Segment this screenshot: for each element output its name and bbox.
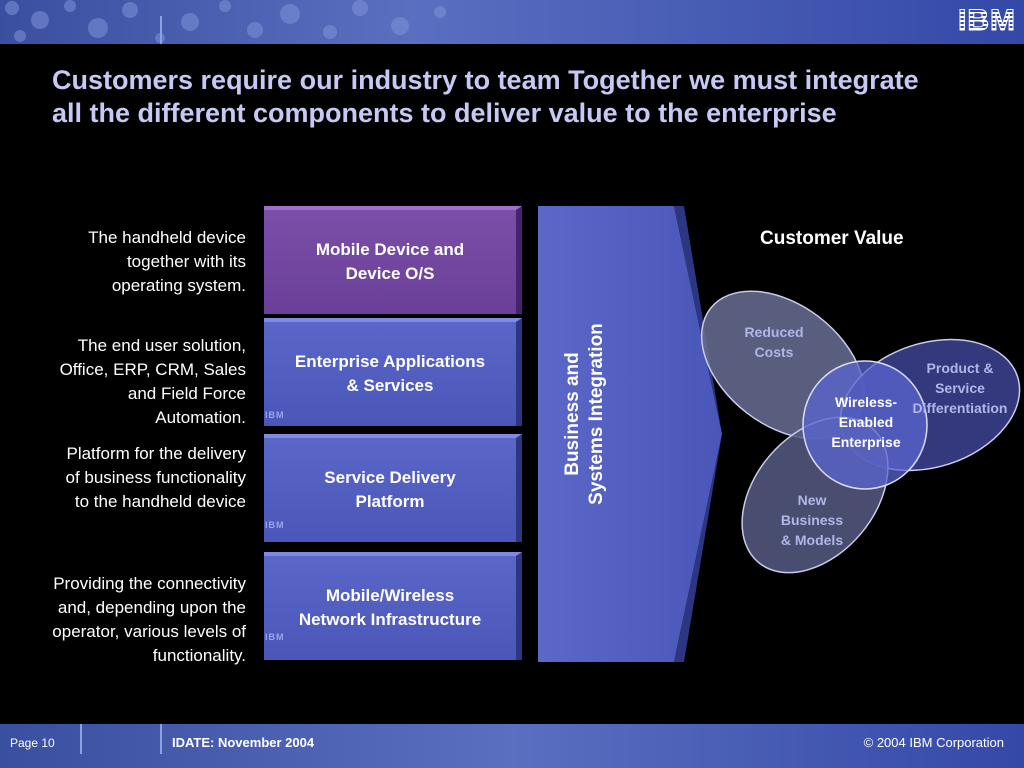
decorative-dots	[5, 0, 446, 43]
mini-ibm-logo: IBM	[265, 410, 285, 420]
block-enterprise-applications: Enterprise Applications & Services	[264, 318, 522, 426]
customer-value-venn	[700, 290, 1021, 574]
venn-wireless-enabled	[802, 360, 928, 490]
description-platform: Platform for the delivery of business fu…	[65, 444, 247, 511]
label-product-service: Product & Service Differentiation	[912, 360, 1008, 416]
page-number: Page 10	[10, 736, 55, 750]
block-network-infrastructure: Mobile/Wireless Network Infrastructure	[264, 552, 522, 660]
mini-ibm-logo: IBM	[265, 520, 285, 530]
event-label: IDATE: November 2004	[172, 735, 315, 750]
header-bar: IBM	[0, 0, 1024, 44]
footer-bar: Page 10 IDATE: November 2004 © 2004 IBM …	[0, 724, 1024, 768]
slide-title: Customers require our industry to team T…	[52, 65, 919, 128]
block-mobile-device: Mobile Device and Device O/S	[264, 206, 522, 314]
description-network: Providing the connectivity and, dependin…	[52, 574, 246, 665]
label-wireless-enabled: Wireless- Enabled Enterprise	[831, 394, 901, 450]
footer-divider	[160, 724, 162, 754]
label-reduced-costs: Reduced Costs	[744, 324, 804, 360]
integration-arrow	[538, 206, 722, 662]
ibm-logo: IBM	[958, 4, 1016, 38]
copyright: © 2004 IBM Corporation	[863, 735, 1004, 750]
header-divider	[160, 16, 162, 44]
description-device: The handheld device together with its op…	[88, 228, 246, 295]
label-new-business: New Business & Models	[780, 492, 844, 548]
block-service-delivery: Service Delivery Platform	[264, 434, 522, 542]
customer-value-title: Customer Value	[760, 228, 904, 249]
integration-label: Business and Systems Integration	[562, 323, 607, 505]
description-applications: The end user solution, Office, ERP, CRM,…	[59, 336, 246, 427]
footer-divider	[80, 724, 82, 754]
mini-ibm-logo: IBM	[265, 632, 285, 642]
